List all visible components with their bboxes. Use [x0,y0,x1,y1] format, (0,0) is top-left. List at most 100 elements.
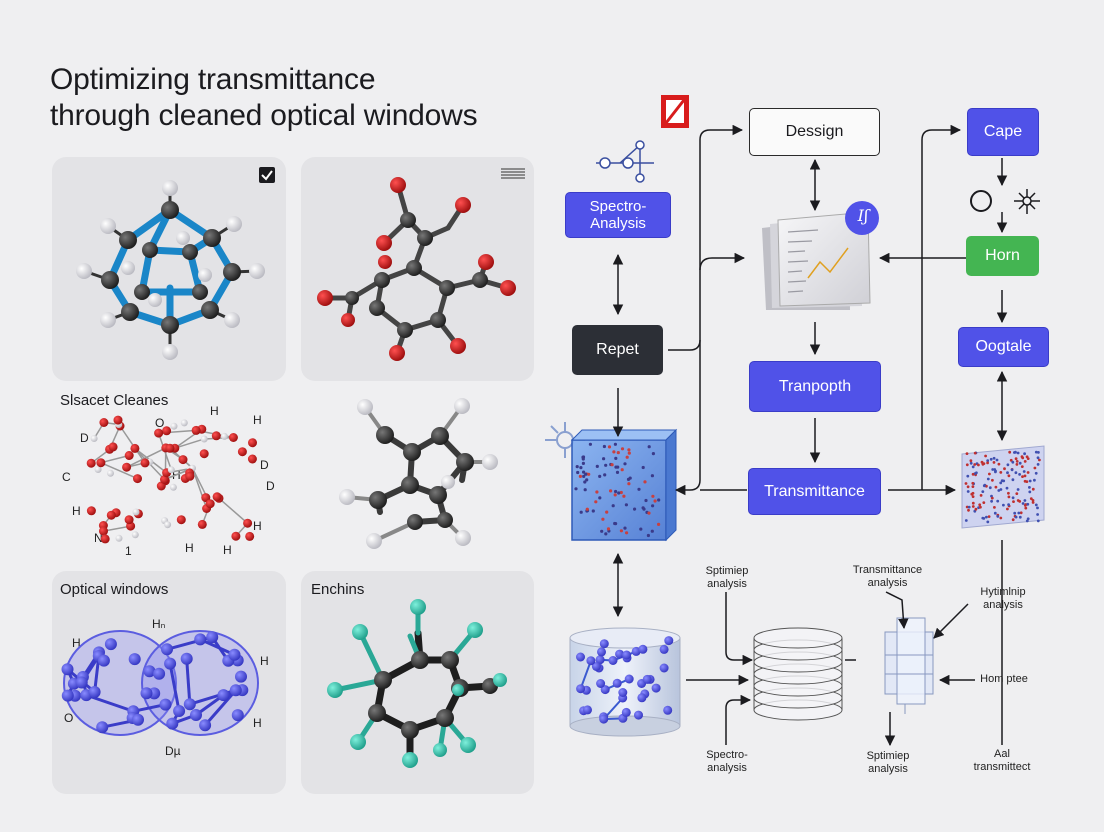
particle [585,478,589,482]
tranpopth-node[interactable]: Tranpopth [749,361,881,412]
atom [197,519,207,529]
particle [1015,460,1019,463]
particle [581,461,586,465]
particle [653,499,657,503]
particle [997,462,1001,466]
particle [595,464,599,468]
particle [1018,515,1022,519]
atom [176,515,186,525]
particle [965,505,969,509]
particle [993,511,997,515]
particle [1011,496,1015,500]
checkbox-icon[interactable] [259,167,275,183]
bond [168,663,181,712]
particle [988,486,992,490]
particle [591,509,595,513]
particle [1007,474,1011,478]
particle [1028,490,1032,494]
atom [194,633,207,646]
transmittance-node[interactable]: Transmittance [748,468,881,515]
sptimiep-analysis-top: Sptimiep analysis [705,565,749,590]
atom-label: 1 [125,544,132,558]
particle [604,463,608,467]
particle [595,490,599,494]
particle [615,470,620,474]
atom-label: H [72,504,81,518]
atom-label: D [80,431,89,445]
particle [588,442,593,446]
design-node[interactable]: Dessign [749,108,880,156]
cape-node[interactable]: Cape [967,108,1039,156]
particle [1031,499,1035,502]
particle [1011,478,1015,482]
particle [1009,458,1013,462]
atom [191,425,201,435]
atom-label: H [185,541,194,555]
horn-node[interactable]: Horn [966,236,1039,276]
particle [619,490,623,495]
atom [124,515,134,525]
particle [1034,450,1038,454]
atom [99,526,108,536]
atom [180,652,193,665]
atom [231,709,244,722]
atom [167,466,175,474]
particle [974,507,978,511]
particle [964,482,968,485]
particle [602,444,607,449]
bead-cylinder [569,627,681,737]
atom-label: Hₙ [152,617,166,631]
particle [616,451,620,455]
particle [602,457,606,461]
particle [614,489,618,494]
particle [582,470,586,474]
atom [115,534,123,542]
particle [997,489,1001,492]
particle [1028,486,1031,489]
doc-badge-label: Iʃ [857,206,869,225]
atom [122,462,132,472]
bond [199,638,236,657]
particle [967,508,970,512]
particle [1036,456,1040,460]
particle [623,526,627,530]
particle [637,487,641,491]
bead [576,684,586,694]
spectro-analysis-node[interactable]: Spectro- Analysis [565,192,671,238]
particle [647,511,651,515]
atom-label: O [64,711,74,725]
bead [622,650,632,660]
atom [153,667,166,680]
particle [973,451,977,455]
particle [1026,471,1030,474]
oogtale-node[interactable]: Oogtale [958,327,1049,367]
repet-node[interactable]: Repet [572,325,663,375]
atom [124,451,134,460]
particle [966,485,970,489]
particle [1036,519,1040,523]
atom [205,499,215,509]
particle [623,462,627,466]
particle [1019,511,1023,515]
particle [617,491,621,495]
title-line-2: through cleaned optical windows [50,99,478,132]
particle [1034,471,1038,475]
particle [576,470,580,475]
particle [1007,503,1010,506]
particle [1034,503,1038,507]
particle [651,504,655,508]
particle [971,472,975,476]
particle [601,517,605,521]
atom [248,438,257,448]
particle [1005,486,1009,490]
document-stack [762,201,879,310]
particle [1033,466,1037,470]
bond [100,461,138,480]
bond [174,438,205,449]
particle [1031,501,1035,504]
list-icon[interactable] [501,167,525,181]
hytimlnip-analysis-label: Hytimlnip analysis [980,586,1026,611]
bead [596,679,606,688]
particle [977,463,980,467]
